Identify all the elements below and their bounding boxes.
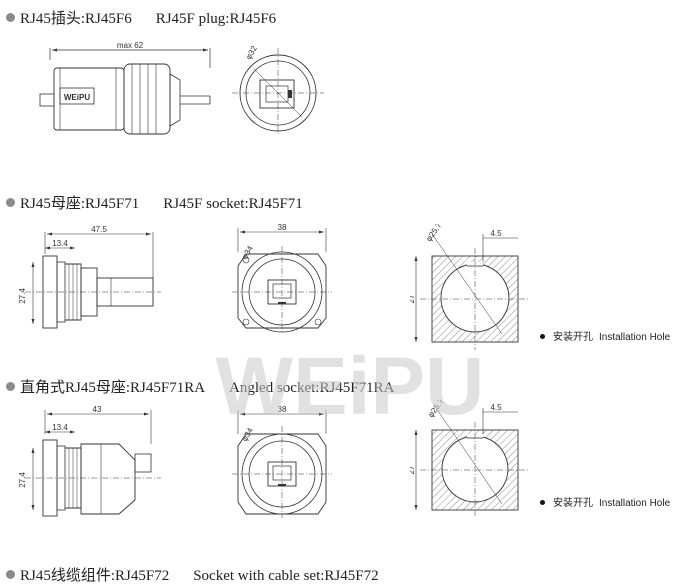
dim-body-height: 27.4: [18, 288, 27, 304]
plug-side-view: max 62 WEiPU: [30, 38, 220, 138]
installation-hole-note: 安装开孔 Installation Hole: [540, 494, 670, 509]
dim-hole-flat: 4.5: [490, 229, 502, 238]
socket-side-view: 47.5 13.4 27.4: [15, 224, 165, 334]
angled-socket-installation-hole: φ25.7 4.5 27: [410, 400, 530, 518]
dim-plug-diameter: φ32: [244, 44, 259, 61]
note-cn: 安装开孔: [553, 498, 593, 509]
heading-model: :RJ45F72: [110, 568, 170, 584]
dim-flange-width: 13.4: [52, 239, 68, 248]
dim-plug-length: max 62: [117, 41, 144, 50]
section-heading-socket: RJ45母座:RJ45F71 RJ45F socket:RJ45F71: [6, 192, 303, 213]
note-en: Installation Hole: [599, 498, 671, 509]
angled-socket-side-view: 43 13.4 27.4: [15, 404, 165, 524]
dim-hole-size: 27: [410, 465, 416, 474]
dim-face-width: 38: [278, 223, 287, 232]
heading-cn: RJ45插头: [20, 11, 81, 27]
bullet-icon: [6, 382, 15, 391]
dim-hole-diameter: φ25.7: [424, 224, 444, 243]
heading-cn: RJ45母座: [20, 196, 81, 212]
section-heading-cable-set: RJ45线缆组件:RJ45F72 Socket with cable set:RJ…: [6, 564, 379, 585]
note-cn: 安装开孔: [553, 332, 593, 343]
plug-front-view: φ32: [228, 38, 328, 138]
bullet-icon: [540, 500, 545, 505]
dim-face-width: 38: [278, 405, 287, 414]
note-en: Installation Hole: [599, 332, 671, 343]
heading-en: Angled socket:RJ45F71RA: [229, 380, 395, 396]
dim-hole-flat: 4.5: [490, 403, 502, 412]
plug-logo: WEiPU: [64, 93, 90, 102]
bullet-icon: [540, 334, 545, 339]
dim-face-diameter: φ34: [240, 244, 255, 261]
socket-installation-hole: φ25.7 4.5 27: [410, 224, 530, 354]
section-heading-plug: RJ45插头:RJ45F6 RJ45F plug:RJ45F6: [6, 7, 276, 28]
dim-hole-size: 27: [410, 294, 416, 303]
heading-cn: RJ45线缆组件: [20, 568, 111, 584]
dim-angled-length: 43: [93, 405, 102, 414]
heading-en: RJ45F socket:RJ45F71: [163, 196, 303, 212]
heading-cn: 直角式RJ45母座: [20, 380, 126, 396]
heading-en: RJ45F plug:RJ45F6: [155, 11, 277, 27]
heading-model: :RJ45F71: [80, 196, 140, 212]
dim-body-height: 27.4: [18, 472, 27, 488]
angled-socket-front-view: 38 φ34: [226, 404, 336, 519]
heading-en: Socket with cable set:RJ45F72: [193, 568, 379, 584]
bullet-icon: [6, 198, 15, 207]
heading-model: :RJ45F6: [80, 11, 132, 27]
dim-socket-length: 47.5: [91, 225, 107, 234]
bullet-icon: [6, 13, 15, 22]
bullet-icon: [6, 570, 15, 579]
socket-front-view: 38 φ34: [226, 222, 336, 334]
heading-model: :RJ45F71RA: [125, 380, 206, 396]
section-heading-angled-socket: 直角式RJ45母座:RJ45F71RA Angled socket:RJ45F71…: [6, 376, 394, 397]
installation-hole-note: 安装开孔 Installation Hole: [540, 328, 670, 343]
dim-flange-width: 13.4: [52, 423, 68, 432]
dim-hole-diameter: φ25.7: [426, 400, 446, 419]
